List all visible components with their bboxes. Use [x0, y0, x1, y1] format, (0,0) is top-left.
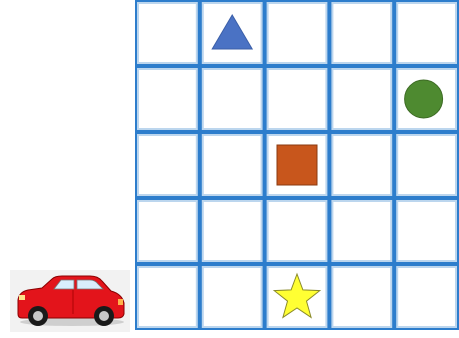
grid-cell[interactable] — [204, 70, 261, 128]
grid-cell[interactable] — [398, 136, 455, 194]
grid-cell[interactable] — [333, 136, 390, 194]
grid-cell[interactable] — [139, 202, 196, 260]
red-car-icon — [10, 270, 130, 332]
grid-cell[interactable] — [139, 268, 196, 326]
grid-cell[interactable] — [204, 202, 261, 260]
grid-cell[interactable] — [269, 202, 326, 260]
grid-cell[interactable] — [269, 70, 326, 128]
grid-cell[interactable] — [204, 136, 261, 194]
grid-cell[interactable] — [139, 4, 196, 62]
grid-cell[interactable] — [333, 268, 390, 326]
square-piece[interactable] — [277, 145, 317, 185]
grid-board — [135, 0, 459, 330]
grid-cell[interactable] — [333, 70, 390, 128]
grid-cell[interactable] — [398, 268, 455, 326]
grid-cell[interactable] — [398, 4, 455, 62]
circle-piece[interactable] — [405, 80, 443, 118]
car-token[interactable] — [10, 270, 130, 332]
grid-cell[interactable] — [398, 202, 455, 260]
grid-cell[interactable] — [333, 202, 390, 260]
grid-cell[interactable] — [204, 268, 261, 326]
grid-cell[interactable] — [269, 4, 326, 62]
grid-cell[interactable] — [333, 4, 390, 62]
grid-cell[interactable] — [139, 70, 196, 128]
grid-cell[interactable] — [139, 136, 196, 194]
